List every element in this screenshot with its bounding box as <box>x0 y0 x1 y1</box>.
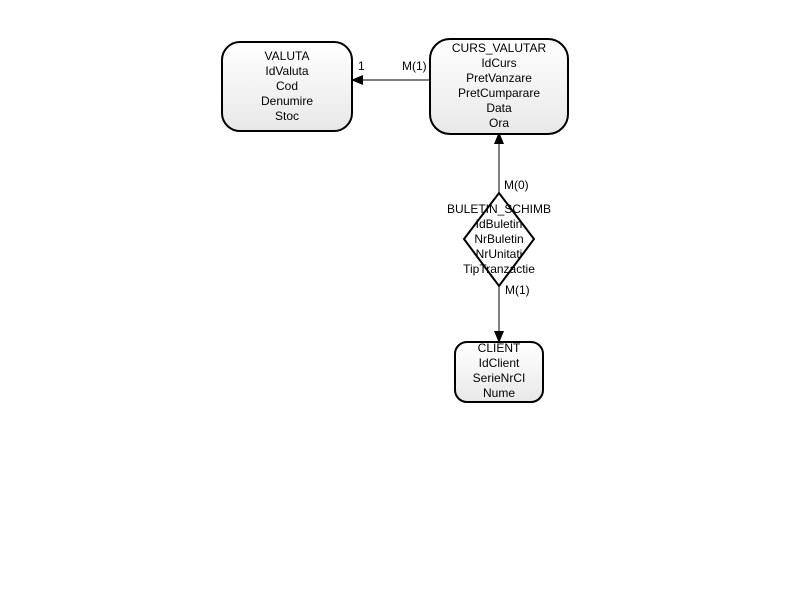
entity-client-title: CLIENT <box>478 341 521 355</box>
relationship-buletin-schimb-title: BULETIN_SCHIMB <box>447 202 551 216</box>
entity-valuta-box <box>221 41 353 132</box>
entity-client-attr: SerieNrCI <box>473 371 526 385</box>
entity-curs-valutar[interactable]: CURS_VALUTAR IdCurs PretVanzare PretCump… <box>429 38 569 135</box>
relationship-buletin-schimb-attr: TipTranzactie <box>463 262 535 276</box>
entity-client[interactable]: CLIENT IdClient SerieNrCI Nume <box>454 341 544 403</box>
entity-valuta-attr: Denumire <box>261 94 313 108</box>
relationship-buletin-schimb-diamond <box>462 191 536 288</box>
entity-valuta-attr: Stoc <box>275 109 299 123</box>
entity-client-attr: IdClient <box>479 356 520 370</box>
entity-curs-valutar-title: CURS_VALUTAR <box>452 41 547 55</box>
cardinality-curs-side: M(1) <box>402 59 427 73</box>
entity-client-box <box>454 341 544 403</box>
relationship-buletin-schimb[interactable]: BULETIN_SCHIMB IdBuletin NrBuletin NrUni… <box>447 191 551 288</box>
entity-valuta-attr: Cod <box>276 79 298 93</box>
entity-curs-valutar-attr: PretVanzare <box>466 71 532 85</box>
cardinality-buletin-to-curs: M(0) <box>504 178 529 192</box>
entity-valuta[interactable]: VALUTA IdValuta Cod Denumire Stoc <box>221 41 353 132</box>
cardinality-buletin-to-client: M(1) <box>505 283 530 297</box>
cardinality-valuta-side: 1 <box>358 59 365 73</box>
entity-curs-valutar-box <box>429 38 569 135</box>
relationship-buletin-schimb-attr: NrBuletin <box>474 232 523 246</box>
entity-curs-valutar-attr: PretCumparare <box>458 86 540 100</box>
entity-curs-valutar-attr: Ora <box>489 116 509 130</box>
entity-valuta-title: VALUTA <box>265 49 310 63</box>
entity-client-attr: Nume <box>483 386 515 400</box>
relationship-buletin-schimb-attr: IdBuletin <box>476 217 523 231</box>
entity-curs-valutar-attr: Data <box>486 101 512 115</box>
relationship-buletin-schimb-attr: NrUnitati <box>476 247 523 261</box>
entity-curs-valutar-attr: IdCurs <box>481 56 516 70</box>
entity-valuta-attr: IdValuta <box>265 64 308 78</box>
